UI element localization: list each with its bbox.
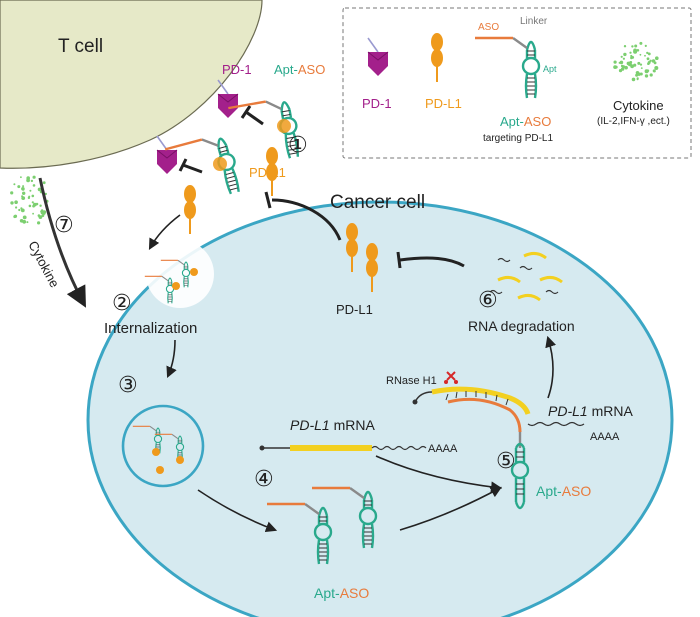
internalization-label: Internalization [104, 320, 197, 337]
arrow-to-internalization [148, 214, 181, 250]
pd1-top-label: PD-1 [222, 62, 252, 77]
pdl1-surface-2 [183, 184, 197, 235]
inhibit-line-1 [245, 110, 264, 126]
step-6-marker: ⑥ [478, 287, 498, 312]
arrow-to-degradation [545, 335, 557, 399]
legend-apt-aso-sublabel: targeting PD-L1 [483, 133, 553, 144]
cytokine-dots [10, 175, 49, 225]
apt-aso-bound-2 [163, 131, 244, 209]
apt-aso-5-label: Apt-ASO [536, 483, 591, 499]
inhibit-line-4 [399, 256, 465, 268]
endosome [121, 404, 205, 488]
legend-pd1-label: PD-1 [362, 96, 392, 111]
cancer-cell-membrane [86, 200, 674, 617]
legend-apt-aso-label: Apt-ASO [500, 114, 551, 129]
apt-aso-4-label: Apt-ASO [314, 585, 369, 601]
aso-hybrid [447, 397, 522, 433]
arrow-mrna-to-hybrid [375, 455, 503, 493]
legend-cytokine-label: Cytokine [613, 98, 664, 113]
step-1-marker: ① [288, 132, 308, 157]
step-5-marker: ⑤ [496, 448, 516, 473]
cytokine-side-label: Cytokine [25, 238, 62, 290]
rna-degradation-label: RNA degradation [468, 318, 575, 334]
step-7-marker: ⑦ [54, 212, 74, 237]
t-cell-membrane [0, 0, 263, 169]
mrna-right-label: PD-L1 mRNA [548, 403, 633, 419]
cytokine-arrow [38, 177, 86, 308]
inhibit-bar-3 [264, 191, 272, 209]
step-4-marker: ④ [254, 466, 274, 491]
rna-fragments [489, 251, 563, 302]
arrow-to-endosome [166, 339, 177, 379]
rnase-label: RNase H1 [386, 375, 437, 387]
inhibit-bar-2 [178, 158, 188, 172]
mrna-right-tail: AAAA [590, 431, 620, 443]
inhibit-bar-4 [396, 251, 402, 269]
mrna-mid-tail: AAAA [428, 443, 458, 455]
arrow-to-release [197, 489, 278, 533]
inhibit-line-3 [271, 198, 342, 241]
mrna-mid-label: PD-L1 mRNA [290, 417, 375, 433]
t-cell-label: T cell [58, 36, 103, 57]
legend-aso-label: ASO [478, 22, 499, 33]
apt-aso-hybrid [510, 432, 530, 510]
pdl1-surface-label: PD-L1 [249, 165, 286, 180]
legend-pdl1-label: PD-L1 [425, 96, 462, 111]
pdl1-center-label: PD-L1 [336, 302, 373, 317]
cancer-cell-label: Cancer cell [330, 192, 425, 213]
legend-cytokine-sublabel: (IL-2,IFN-γ ,ect.) [597, 116, 670, 127]
mrna-mid-coding [290, 445, 372, 451]
scissors-icon [446, 371, 456, 381]
apt-aso-top-label: Apt-ASO [274, 62, 325, 77]
legend-box [342, 7, 692, 159]
inhibit-line-2 [182, 163, 203, 174]
mrna-right-coding [431, 386, 531, 415]
arrow-to-hybrid [399, 486, 502, 531]
pd1-receptor-2 [156, 135, 178, 175]
legend-cytokine-icon [613, 41, 659, 82]
inhibit-bar-1 [240, 105, 252, 119]
step-2-marker: ② [112, 290, 132, 315]
legend-apt-small-label: Apt [543, 64, 557, 74]
step-3-marker: ③ [118, 372, 138, 397]
endocytic-vesicle [146, 240, 214, 308]
legend-linker-label: Linker [520, 16, 548, 27]
